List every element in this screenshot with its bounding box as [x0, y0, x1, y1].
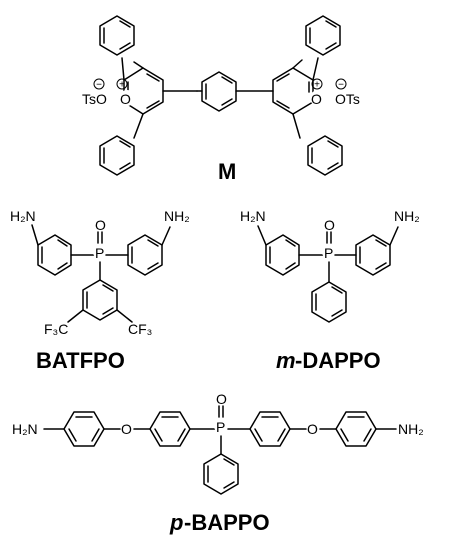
phenyl-bottom-left — [99, 135, 135, 176]
label-mdappo: -DAPPO — [295, 348, 381, 373]
aminophenyl-left — [31, 224, 96, 276]
aminophenyl-right — [105, 226, 171, 276]
aminophenylene-left — [63, 411, 105, 447]
amine-left-mdappo: H₂N — [240, 208, 266, 224]
label-mdappo-prefix: m — [276, 348, 296, 373]
amine-right-mdappo: NH₂ — [394, 208, 420, 224]
compound-m: O + − TsO O + − OTs M — [82, 15, 360, 184]
tosylate-right: OTs — [335, 91, 360, 107]
compound-m-dappo: H₂N P O NH₂ m -DAPPO — [240, 208, 420, 373]
phenyl-top-left — [99, 15, 135, 56]
phosphorus-batfpo: P — [95, 245, 104, 261]
oxo-mdappo: O — [324, 217, 335, 233]
tosylate-left: TsO — [82, 91, 107, 107]
compound-batfpo: H₂N P O NH₂ F₃C CF₃ BATFPO — [10, 208, 190, 373]
oxo-batfpo: O — [95, 217, 106, 233]
phenyl-bottom-right — [307, 135, 343, 176]
amine-right-pbappo: NH₂ — [398, 421, 424, 437]
oxo-pbappo: O — [216, 391, 227, 407]
cf3-right-batfpo: CF₃ — [128, 321, 152, 337]
pyrylium-oxygen-left: O — [120, 91, 131, 107]
aminophenylene-right — [335, 411, 377, 447]
label-batfpo: BATFPO — [36, 348, 125, 373]
bis-trifluoromethyl-phenyl — [67, 261, 133, 323]
phenylene-center — [196, 71, 274, 112]
amine-left-pbappo: H₂N — [12, 421, 38, 437]
compound-p-bappo: H₂N O P O O — [12, 391, 424, 535]
minus-charge-left: − — [96, 80, 102, 91]
cf3-left-batfpo: F₃C — [44, 321, 68, 337]
aminophenyl-right-mdappo — [334, 226, 399, 276]
plus-charge-left: + — [119, 80, 125, 91]
aminophenyl-left-mdappo — [257, 225, 324, 276]
phosphorus-mdappo: P — [324, 245, 333, 261]
phenyl-top-right — [305, 15, 341, 56]
label-pbappo-prefix: p — [169, 510, 183, 535]
oxyphenylene-right — [249, 411, 291, 447]
phenyl-pbappo — [203, 435, 239, 495]
amine-left-batfpo: H₂N — [10, 208, 36, 224]
ether-oxygen-left: O — [121, 421, 132, 437]
label-m: M — [218, 159, 236, 184]
phenyl-mdappo — [311, 261, 347, 323]
pyrylium-ring-right — [272, 57, 319, 139]
ether-oxygen-right: O — [307, 421, 318, 437]
plus-charge-right: + — [314, 80, 320, 91]
phosphorus-pbappo: P — [216, 419, 225, 435]
amine-right-batfpo: NH₂ — [164, 208, 190, 224]
label-pbappo: -BAPPO — [184, 510, 270, 535]
pyrylium-ring-left — [121, 57, 198, 139]
minus-charge-right: − — [338, 80, 344, 91]
oxyphenylene-left — [149, 411, 191, 447]
pyrylium-oxygen-right: O — [311, 91, 322, 107]
